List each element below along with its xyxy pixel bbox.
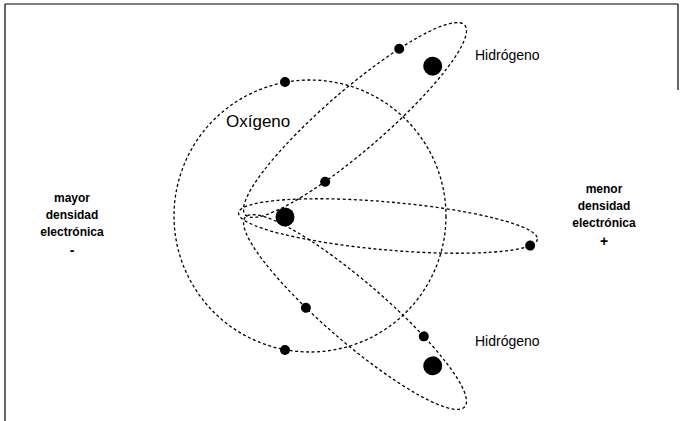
density-label: mayor densidad electrónica [28,190,116,241]
frame [5,4,678,421]
electron [299,301,313,315]
electron [280,345,290,355]
electron [318,175,332,189]
oxygen-nucleus [276,208,295,227]
electron [525,240,536,251]
hydrogen-orbit [226,3,485,238]
density-label: menor densidad electrónica [560,181,648,232]
bond-orbit [236,189,539,263]
electron [392,42,406,56]
hydrogen-orbit [226,195,485,421]
atom-label: Oxígeno [226,113,290,130]
hydrogen-nucleus [419,53,446,80]
atom-label: Hidrógeno [475,333,540,350]
charge-sign: - [28,242,116,259]
charge-sign: + [560,233,648,250]
electron [417,329,431,343]
electron [280,77,290,87]
hydrogen-nucleus [419,352,446,379]
atom-label: Hidrógeno [475,47,540,64]
